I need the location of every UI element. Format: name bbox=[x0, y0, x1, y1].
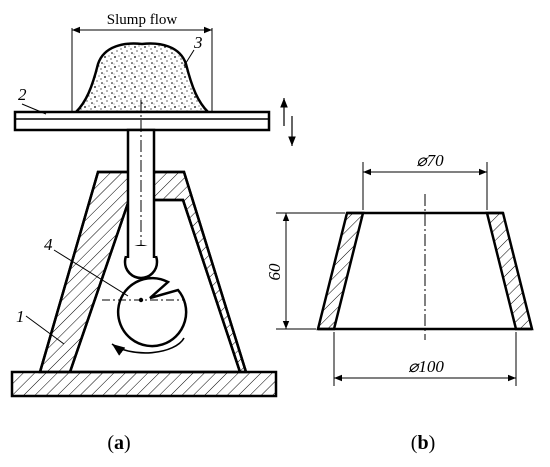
height-label: 60 bbox=[265, 263, 284, 281]
frame-outline bbox=[38, 170, 248, 374]
caption-a: (a) bbox=[107, 432, 130, 454]
top-diameter-label: ⌀70 bbox=[416, 151, 444, 170]
part-label-1: 1 bbox=[16, 307, 25, 326]
part-label-3: 3 bbox=[193, 33, 203, 52]
apparatus-a: Slump flow 2 3 4 1 bbox=[10, 12, 296, 398]
cone-wall-left bbox=[316, 211, 365, 331]
cam-disk bbox=[116, 276, 188, 348]
rotation-arrow bbox=[111, 337, 185, 356]
concrete-sample bbox=[72, 42, 212, 114]
part-label-2: 2 bbox=[18, 85, 27, 104]
roller-mask bbox=[125, 246, 157, 256]
slump-flow-label: Slump flow bbox=[107, 12, 178, 28]
part-label-4: 4 bbox=[44, 235, 53, 254]
cone-b: ⌀70 ⌀100 60 bbox=[265, 151, 534, 386]
bottom-diameter-label: ⌀100 bbox=[408, 357, 444, 376]
caption-b: (b) bbox=[411, 432, 435, 454]
flow-table-plate bbox=[13, 110, 271, 132]
cam-pivot bbox=[138, 297, 144, 303]
cone-wall-right bbox=[485, 211, 534, 331]
